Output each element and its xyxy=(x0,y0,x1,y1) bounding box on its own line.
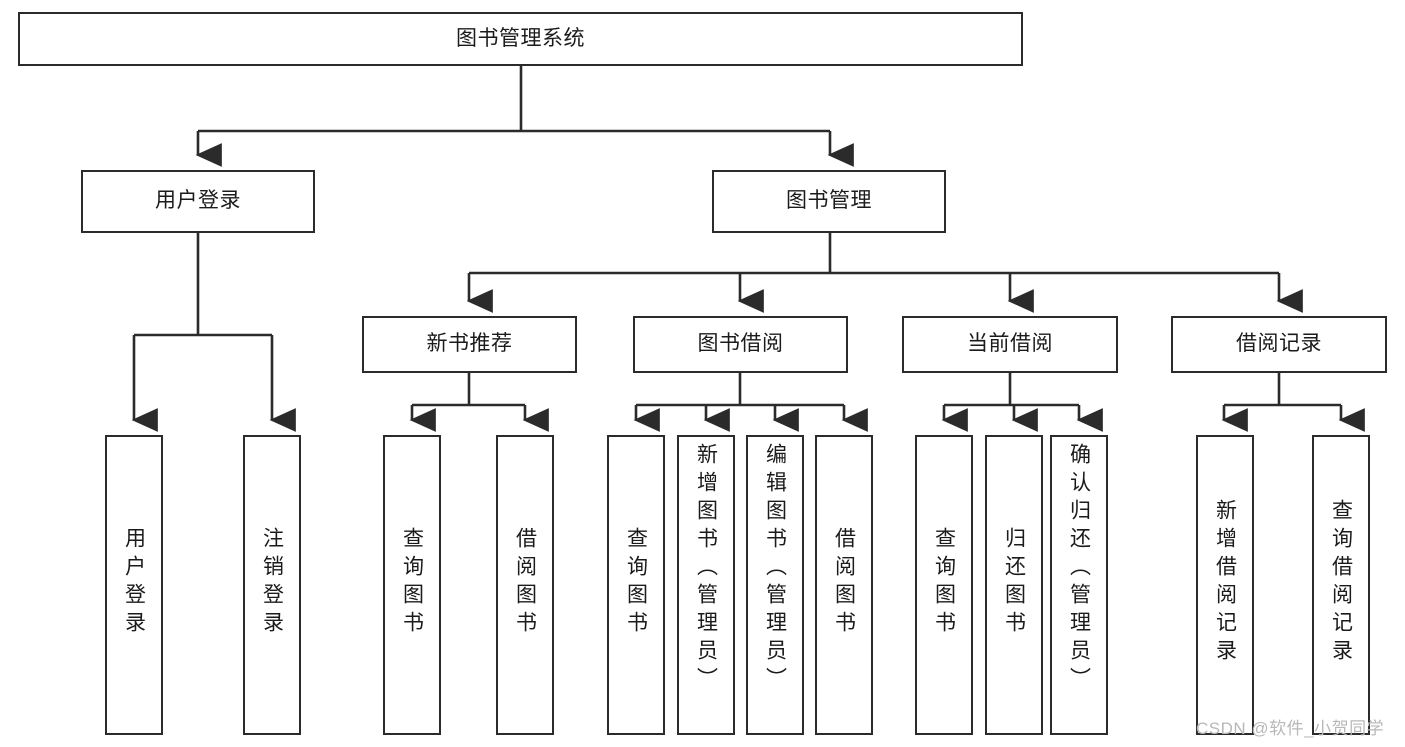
leaf-new-book-query[interactable]: 查询图书 xyxy=(383,435,441,735)
leaf-borrow-add-book-label: 新增图书（管理员） xyxy=(694,443,718,695)
leaf-borrow-query-book[interactable]: 查询图书 xyxy=(607,435,665,735)
leaf-current-confirm-return-label: 确认归还（管理员） xyxy=(1067,443,1091,695)
leaf-current-return-book[interactable]: 归还图书 xyxy=(985,435,1043,735)
node-borrow-record[interactable]: 借阅记录 xyxy=(1171,316,1387,373)
leaf-record-query-label: 查询借阅记录 xyxy=(1329,499,1353,667)
node-book-management-label: 图书管理 xyxy=(786,189,872,213)
leaf-borrow-query-book-label: 查询图书 xyxy=(624,527,648,639)
leaf-borrow-edit-book-label: 编辑图书（管理员） xyxy=(763,443,787,695)
leaf-user-login-signout-label: 注销登录 xyxy=(260,527,284,639)
node-user-login[interactable]: 用户登录 xyxy=(81,170,315,233)
node-user-login-label: 用户登录 xyxy=(155,189,241,213)
node-root[interactable]: 图书管理系统 xyxy=(18,12,1023,66)
leaf-user-login-signin-label: 用户登录 xyxy=(122,527,146,639)
node-book-management[interactable]: 图书管理 xyxy=(712,170,946,233)
node-current-borrow-label: 当前借阅 xyxy=(967,332,1053,356)
node-root-label: 图书管理系统 xyxy=(456,26,585,50)
leaf-borrow-add-book[interactable]: 新增图书（管理员） xyxy=(677,435,735,735)
leaf-borrow-borrow-book[interactable]: 借阅图书 xyxy=(815,435,873,735)
node-borrow-record-label: 借阅记录 xyxy=(1236,332,1322,356)
node-new-book-recommend[interactable]: 新书推荐 xyxy=(362,316,577,373)
leaf-new-book-borrow[interactable]: 借阅图书 xyxy=(496,435,554,735)
node-current-borrow[interactable]: 当前借阅 xyxy=(902,316,1118,373)
node-book-borrow[interactable]: 图书借阅 xyxy=(633,316,848,373)
leaf-current-query-book[interactable]: 查询图书 xyxy=(915,435,973,735)
leaf-new-book-borrow-label: 借阅图书 xyxy=(513,527,537,639)
leaf-new-book-query-label: 查询图书 xyxy=(400,527,424,639)
leaf-record-query[interactable]: 查询借阅记录 xyxy=(1312,435,1370,735)
node-book-borrow-label: 图书借阅 xyxy=(697,332,784,356)
csdn-watermark: CSDN @软件_小贺同学 xyxy=(1196,719,1385,738)
leaf-record-add[interactable]: 新增借阅记录 xyxy=(1196,435,1254,735)
leaf-current-confirm-return[interactable]: 确认归还（管理员） xyxy=(1050,435,1108,735)
node-new-book-recommend-label: 新书推荐 xyxy=(426,332,513,356)
leaf-current-query-book-label: 查询图书 xyxy=(932,527,956,639)
leaf-user-login-signin[interactable]: 用户登录 xyxy=(105,435,163,735)
leaf-current-return-book-label: 归还图书 xyxy=(1002,527,1026,639)
leaf-borrow-borrow-book-label: 借阅图书 xyxy=(832,527,856,639)
leaf-user-login-signout[interactable]: 注销登录 xyxy=(243,435,301,735)
leaf-record-add-label: 新增借阅记录 xyxy=(1213,499,1237,667)
leaf-borrow-edit-book[interactable]: 编辑图书（管理员） xyxy=(746,435,804,735)
